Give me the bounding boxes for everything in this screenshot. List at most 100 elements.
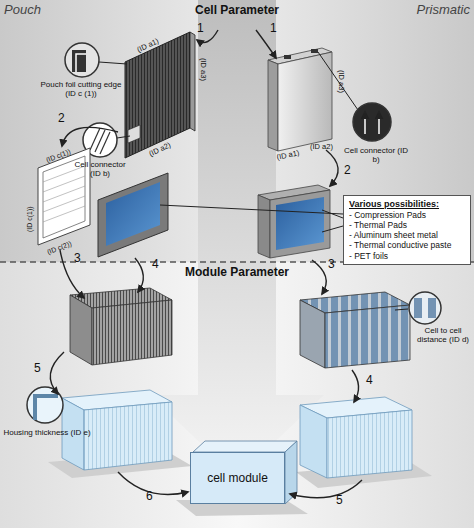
detail-circle: [65, 43, 99, 77]
stage-heading: Cell Parameter: [177, 4, 297, 18]
step-number: 2: [58, 112, 65, 126]
stack-side: [300, 300, 325, 368]
terminal: [311, 49, 318, 53]
detail-circle: [409, 292, 441, 324]
dimension-label: (ID a1): [276, 149, 300, 162]
pouch-stack: [70, 288, 172, 365]
callout-label: Cell connector (ID b): [68, 160, 132, 178]
pouch-cell-blue: [98, 173, 168, 257]
leader-line: [117, 136, 130, 138]
leader-line: [99, 62, 127, 64]
step-arrow: [290, 480, 362, 498]
cell-side: [268, 60, 278, 151]
step-arrow: [118, 472, 188, 495]
step-number: 3: [328, 258, 335, 272]
leader-line: [322, 210, 343, 218]
step-arrow: [326, 150, 338, 186]
housing-front: [84, 402, 172, 470]
node-heading: cell module: [207, 471, 268, 485]
column-heading: Pouch: [4, 3, 41, 18]
callout-label: Pouch foil cutting edge (ID c (1)): [38, 80, 124, 98]
pouch-face: [125, 32, 190, 158]
connector-stripe: [100, 132, 110, 154]
dimension-label: (ID a2): [310, 143, 333, 152]
step-number: 4: [366, 374, 373, 388]
prismatic-cell-blue: [258, 185, 330, 258]
prismatic-stack: [300, 292, 410, 368]
dimension-label: (ID c(2)): [46, 240, 73, 257]
cell-frame: [98, 173, 168, 257]
module-top: [193, 441, 297, 452]
foil-edge: [76, 54, 86, 72]
leader-line: [395, 309, 408, 310]
pouch-cell: [125, 32, 195, 158]
module-box: cell module: [190, 452, 285, 504]
leader-line: [322, 226, 343, 232]
stage-heading: Module Parameter: [162, 266, 312, 280]
leader-line: [160, 205, 343, 214]
dimension-label: (ID a3): [198, 58, 207, 81]
dimension-label: (ID a3): [336, 70, 345, 93]
cell-face: [270, 190, 330, 258]
cell-face: [278, 52, 332, 151]
step-arrow: [62, 127, 118, 146]
detail-circle: [353, 103, 391, 141]
callout-label: Cell connector (ID b): [343, 146, 409, 164]
step-arrow: [312, 260, 326, 294]
layer-line: [43, 206, 85, 222]
step-arrow: [352, 370, 359, 402]
housing-wall: [35, 396, 58, 420]
node-heading: Various possibilities:: [349, 199, 465, 210]
step-number: 1: [270, 22, 277, 36]
callout-label: Cell to cell distance (ID d): [414, 326, 472, 344]
magnifier: [409, 292, 441, 324]
column-heading: Prismatic: [404, 3, 470, 18]
stack-front: [92, 300, 172, 365]
step-arrow: [60, 250, 84, 298]
connector-stripe: [95, 130, 105, 152]
node-item: - Thermal Pads: [349, 220, 465, 230]
pouch-edge: [190, 32, 195, 131]
housing-front: [327, 410, 412, 478]
prismatic-cell: [268, 48, 332, 151]
magnifier: [353, 103, 391, 141]
options-box: Various possibilities:- Compression Pads…: [343, 195, 471, 265]
layer-line: [43, 196, 85, 212]
step-number: 3: [74, 252, 81, 266]
housing-side: [300, 405, 327, 478]
cell-tab: [128, 125, 140, 143]
cell-slice: [414, 298, 422, 318]
step-number: 1: [197, 22, 204, 36]
stack-side: [70, 295, 92, 365]
cell-slice: [428, 298, 436, 318]
callout-label: Housing thickness (ID e): [2, 428, 92, 437]
step-number: 5: [34, 362, 41, 376]
node-item: - PET foils: [349, 251, 465, 261]
connector-stripe: [90, 128, 100, 150]
step-number: 6: [146, 490, 153, 504]
magnifier: [27, 387, 63, 423]
cell-pad: [276, 197, 324, 250]
node-item: - Compression Pads: [349, 210, 465, 220]
cell-side: [258, 195, 270, 258]
layer-line: [43, 176, 85, 192]
node-item: - Thermal conductive paste: [349, 240, 465, 250]
connector-arrow: [364, 112, 366, 134]
detail-circle: [27, 387, 63, 423]
step-number: 4: [152, 258, 159, 272]
foil-section: [72, 50, 86, 72]
step-number: 2: [344, 164, 351, 178]
terminal: [284, 55, 291, 59]
dimension-label: (ID c(1)): [45, 148, 72, 165]
step-arrow: [135, 258, 143, 292]
step-number: 5: [336, 494, 343, 508]
dimension-label: (ID a2): [148, 141, 172, 159]
connector-arrow: [378, 112, 380, 134]
node-item: - Aluminum sheet metal: [349, 230, 465, 240]
step-arrow: [50, 352, 64, 394]
layer-line: [43, 186, 85, 202]
magnifier: [65, 43, 99, 77]
